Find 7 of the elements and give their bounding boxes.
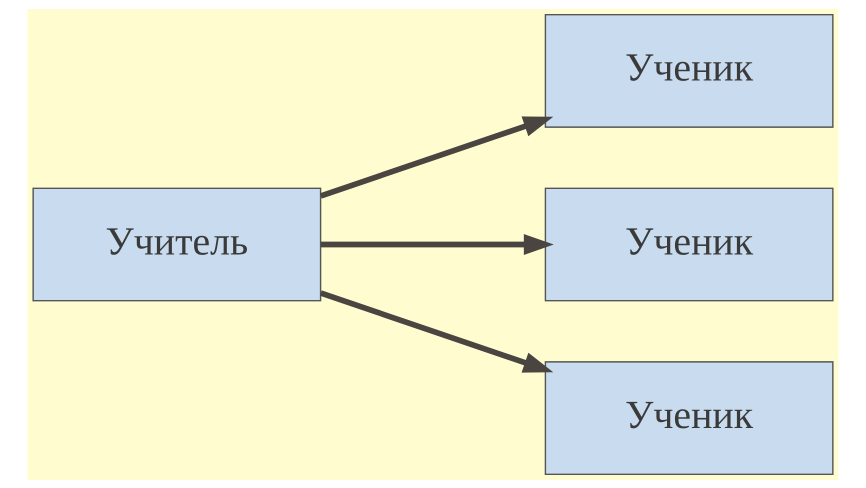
node-box: Учитель — [32, 187, 322, 301]
arrow — [320, 290, 554, 372]
arrow — [320, 234, 554, 254]
node-box: Ученик — [544, 360, 834, 475]
node-box: Ученик — [544, 187, 834, 301]
node-box: Ученик — [544, 13, 834, 128]
arrow — [320, 116, 554, 198]
